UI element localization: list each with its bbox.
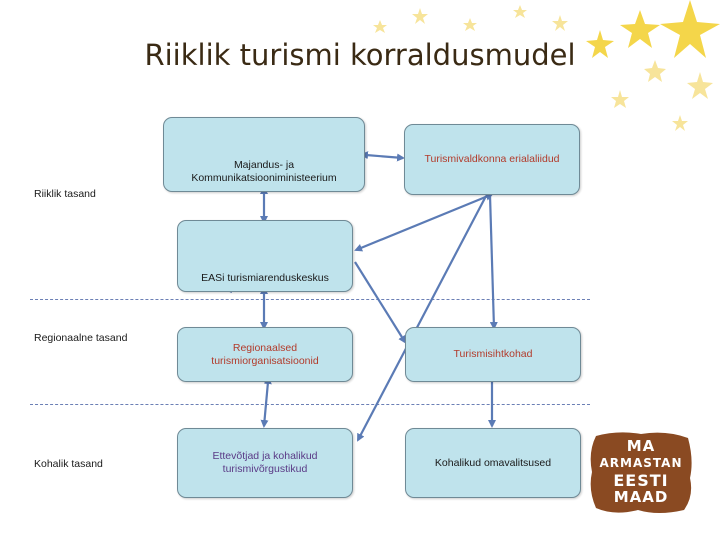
arrow-associations-eas: [354, 193, 494, 252]
box-ministry: Majandus- ja Kommunikatsiooniministeeriu…: [163, 117, 365, 192]
separator-national-regional: [30, 299, 590, 300]
level-label-local: Kohalik tasand: [34, 458, 103, 470]
logo-line-3: EESTI: [613, 471, 669, 490]
decorative-stars-icon: [373, 0, 720, 131]
box-eas-label: EASi turismiarenduskeskus: [201, 272, 329, 284]
box-entrepreneurs-label: Ettevõtjad ja kohalikud turismivõrgustik…: [212, 450, 318, 475]
box-tourism-info: Turismisihtkohad: [405, 327, 581, 382]
logo-line-4: MAAD: [613, 488, 669, 506]
arrow-regional-entrepreneurs: [260, 376, 272, 428]
box-entrepreneurs: Ettevõtjad ja kohalikud turismivõrgustik…: [177, 428, 353, 498]
box-regional-orgs: Regionaalsed turismiorganisatsioonid: [177, 327, 353, 382]
level-label-national: Riiklik tasand: [34, 188, 96, 200]
box-ministry-label: Majandus- ja Kommunikatsiooniministeeriu…: [191, 159, 337, 184]
ma-armastan-eesti-maad-logo: [590, 432, 692, 513]
logo-text: MA ARMASTAN EESTI MAAD: [596, 438, 686, 506]
level-label-regional: Regionaalne tasand: [34, 332, 128, 344]
arrow-associations-tourism: [488, 194, 498, 330]
box-eas: EASi turismiarenduskeskus: [177, 220, 353, 292]
box-local-gov-label: Kohalikud omavalitsused: [434, 456, 552, 469]
box-associations-label: Turismivaldkonna erialaliidud: [424, 153, 560, 165]
arrow-associations-entrepreneurs: [357, 195, 487, 442]
box-associations: Turismivaldkonna erialaliidud: [404, 124, 580, 195]
logo-line-1: MA: [626, 437, 656, 455]
logo-line-2: ARMASTAN: [599, 456, 683, 470]
arrow-ministry-associations: [360, 151, 405, 162]
page-title: Riiklik turismi korraldusmudel: [144, 38, 576, 72]
arrow-eas-tourism: [354, 261, 407, 344]
box-regional-orgs-label: Regionaalsed turismiorganisatsioonid: [211, 341, 319, 367]
box-tourism-info-label: Turismisihtkohad: [453, 348, 533, 360]
box-local-gov: Kohalikud omavalitsused: [405, 428, 581, 498]
separator-regional-local: [30, 404, 590, 405]
